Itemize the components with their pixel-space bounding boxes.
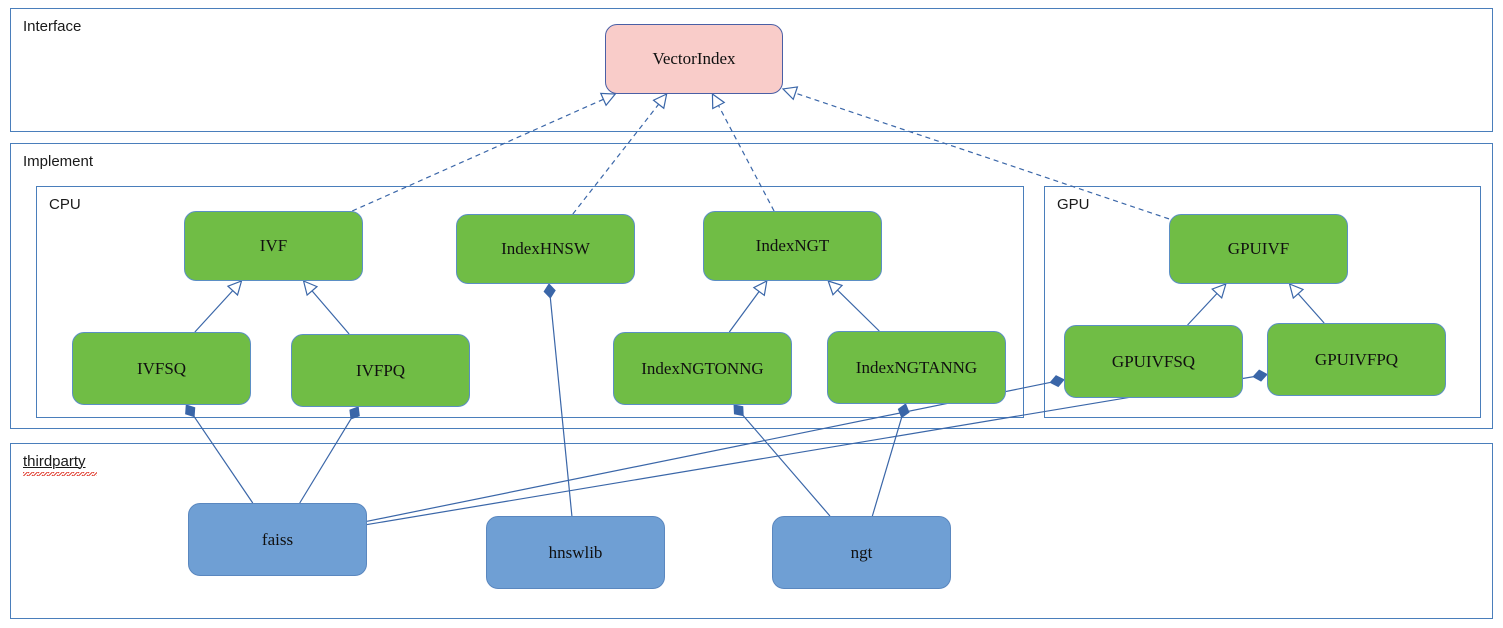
node-label-indexngt: IndexNGT: [755, 236, 830, 255]
node-indexngtonng[interactable]: IndexNGTONNG: [613, 332, 792, 405]
node-label-faiss: faiss: [261, 529, 294, 549]
node-hnswlib[interactable]: hnswlib: [486, 516, 665, 589]
group-box-gpu: [1044, 186, 1481, 418]
node-gpuivfpq[interactable]: GPUIVFPQ: [1267, 323, 1446, 396]
node-ivfsq[interactable]: IVFSQ: [72, 332, 251, 405]
group-label-thirdparty: thirdparty: [23, 453, 86, 470]
node-indexngt[interactable]: IndexNGT: [703, 211, 882, 281]
node-indexngtanng[interactable]: IndexNGTANNG: [827, 331, 1006, 404]
node-ivf[interactable]: IVF: [184, 211, 363, 281]
group-label-gpu: GPU: [1057, 196, 1090, 213]
node-label-gpuivf: GPUIVF: [1227, 239, 1290, 258]
node-label-hnswlib: hnswlib: [548, 542, 603, 562]
node-label-indexhnsw: IndexHNSW: [501, 239, 590, 258]
node-label-indexngtonng: IndexNGTONNG: [641, 358, 764, 378]
node-ngt[interactable]: ngt: [772, 516, 951, 589]
group-label-implement: Implement: [23, 153, 94, 170]
group-label-cpu: CPU: [49, 196, 81, 213]
node-label-ivf: IVF: [259, 236, 288, 255]
node-vectorindex[interactable]: VectorIndex: [605, 24, 783, 94]
node-label-ngt: ngt: [850, 542, 873, 562]
spellcheck-squiggle-thirdparty: [23, 472, 97, 476]
node-label-ivfpq: IVFPQ: [355, 360, 406, 380]
node-faiss[interactable]: faiss: [188, 503, 367, 576]
node-label-ivfsq: IVFSQ: [136, 358, 187, 378]
node-ivfpq[interactable]: IVFPQ: [291, 334, 470, 407]
node-label-gpuivfsq: GPUIVFSQ: [1111, 351, 1196, 371]
node-label-indexngtanng: IndexNGTANNG: [855, 357, 978, 377]
group-label-interface: Interface: [23, 18, 82, 35]
node-label-vectorindex: VectorIndex: [652, 49, 736, 68]
node-gpuivfsq[interactable]: GPUIVFSQ: [1064, 325, 1243, 398]
node-indexhnsw[interactable]: IndexHNSW: [456, 214, 635, 284]
node-gpuivf[interactable]: GPUIVF: [1169, 214, 1348, 284]
node-label-gpuivfpq: GPUIVFPQ: [1314, 349, 1399, 369]
